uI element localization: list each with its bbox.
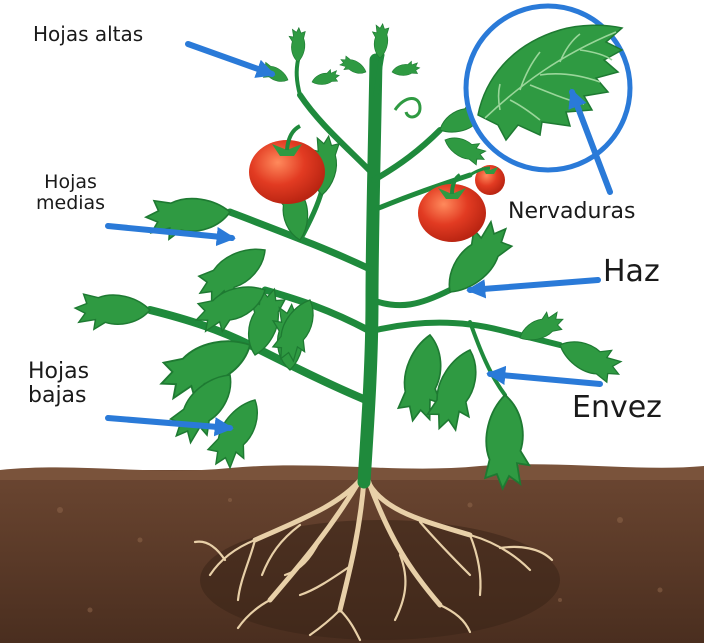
label-nervaduras: Nervaduras [508,200,635,224]
label-hojas-bajas-line1: Hojas [28,360,89,384]
label-hojas-bajas-line2: bajas [28,384,89,408]
label-hojas-altas: Hojas altas [33,24,143,46]
label-hojas-medias-line2: medias [36,193,105,214]
label-envez: Envez [572,392,662,424]
label-haz: Haz [603,256,660,288]
arrow-haz [470,280,598,290]
label-hojas-medias-line1: Hojas [36,172,105,193]
tendril [395,98,420,116]
label-hojas-medias: Hojas medias [36,172,105,213]
arrow-hojas-altas [188,44,272,74]
label-hojas-bajas: Hojas bajas [28,360,89,408]
arrow-envez [490,374,600,384]
nervaduras-magnifier [466,6,630,170]
